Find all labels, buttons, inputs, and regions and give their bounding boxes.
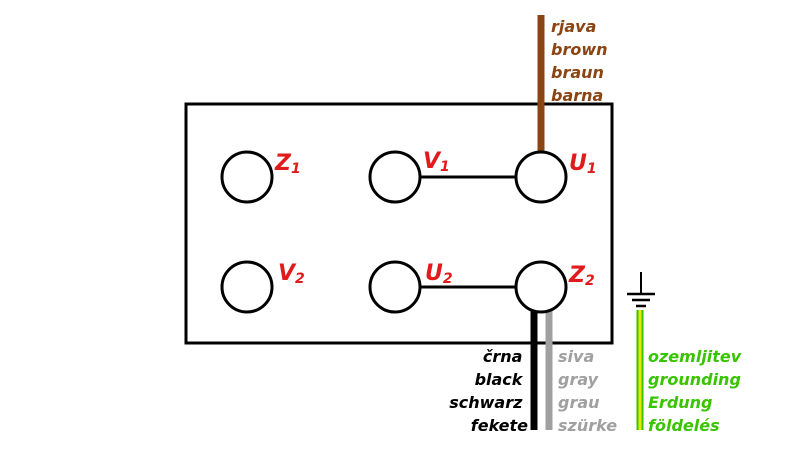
brown-wire-labels: rjava brown braun barna <box>551 17 613 105</box>
label-u1: U1 <box>569 151 597 177</box>
label-u2: U2 <box>425 261 453 287</box>
label-v1: V1 <box>423 149 450 175</box>
terminal-z2 <box>514 260 568 314</box>
terminal-u2 <box>368 260 422 314</box>
terminal-box <box>184 102 614 345</box>
label-v2: V2 <box>278 261 305 287</box>
terminal-z1 <box>220 150 274 204</box>
terminal-v1 <box>368 150 422 204</box>
terminal-u1 <box>514 150 568 204</box>
label-z1: Z1 <box>274 151 301 177</box>
ground-symbol-icon <box>627 272 655 308</box>
ground-wire-labels: ozemljitev grounding Erdung földelés <box>648 347 747 435</box>
label-z2: Z2 <box>568 263 595 289</box>
black-wire-labels: črna black schwarz fekete <box>449 347 528 435</box>
gray-wire-labels: siva gray grau szürke <box>558 347 617 435</box>
terminal-v2 <box>220 260 274 314</box>
